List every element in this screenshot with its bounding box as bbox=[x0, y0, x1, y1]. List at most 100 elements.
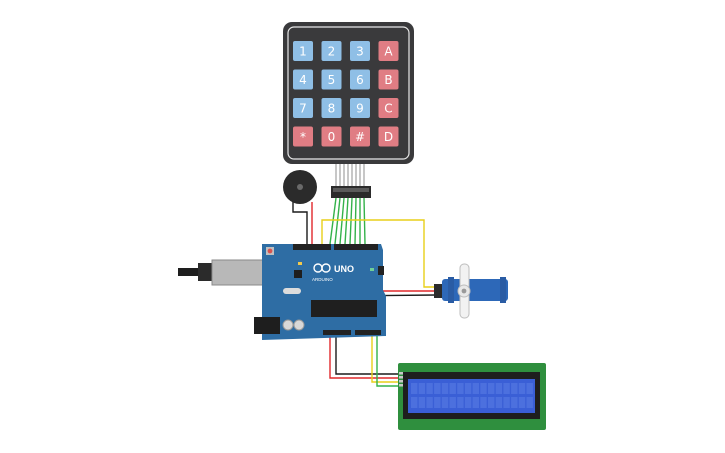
wire-buzzer-ground bbox=[292, 200, 308, 244]
keypad-key-1-1[interactable]: 5 bbox=[321, 69, 342, 90]
lcd-i2c-pins bbox=[399, 372, 403, 387]
wire-keypad-1 bbox=[329, 197, 337, 245]
keypad-key-cap bbox=[378, 41, 399, 61]
keypad-key-2-2[interactable]: 9 bbox=[350, 98, 370, 118]
capacitor-2 bbox=[293, 319, 305, 331]
keypad-key-label: 2 bbox=[328, 45, 336, 59]
lcd-cell bbox=[457, 397, 464, 408]
keypad-ribbon bbox=[335, 163, 365, 188]
lcd-cell bbox=[434, 383, 441, 394]
wire-keypad-6 bbox=[354, 197, 357, 245]
lcd-cell bbox=[434, 397, 441, 408]
lcd-cell bbox=[418, 397, 426, 408]
keypad-key-label: 7 bbox=[299, 102, 307, 116]
servo-connector bbox=[434, 284, 442, 298]
keypad-key-3-3[interactable]: D bbox=[378, 126, 399, 147]
keypad-key-0-0[interactable]: 1 bbox=[293, 41, 313, 61]
keypad-key-label: 3 bbox=[356, 45, 364, 59]
keypad-key-2-1[interactable]: 8 bbox=[321, 98, 342, 118]
lcd-cell bbox=[495, 397, 503, 408]
keypad-key-cap bbox=[321, 69, 342, 90]
keypad-key-cap bbox=[321, 98, 342, 118]
piezo-buzzer[interactable] bbox=[283, 170, 317, 204]
lcd-cell bbox=[526, 383, 533, 394]
keypad-key-cap bbox=[350, 126, 370, 147]
lcd-cell bbox=[480, 383, 487, 394]
lcd-cell bbox=[441, 383, 449, 394]
lcd-cell bbox=[411, 383, 418, 394]
keypad-key-label: # bbox=[355, 130, 365, 144]
keypad-key-label: 6 bbox=[356, 73, 364, 87]
keypad-key-0-3[interactable]: A bbox=[378, 41, 399, 61]
keypad-key-0-1[interactable]: 2 bbox=[321, 41, 342, 61]
keypad-key-cap bbox=[350, 41, 370, 61]
keypad-key-label: 9 bbox=[356, 102, 364, 116]
analog-header bbox=[355, 330, 381, 335]
keypad-key-cap bbox=[321, 126, 342, 147]
keypad-key-1-0[interactable]: 4 bbox=[293, 69, 313, 90]
keypad-key-0-2[interactable]: 3 bbox=[350, 41, 370, 61]
digital-header-right bbox=[334, 244, 378, 250]
servo-mount-right bbox=[500, 277, 506, 303]
wire-keypad-3 bbox=[339, 197, 345, 245]
keypad-key-label: D bbox=[384, 130, 393, 144]
keypad-key-label: A bbox=[384, 45, 393, 59]
servo-shaft-screw bbox=[461, 288, 467, 294]
wire-keypad-8 bbox=[363, 197, 366, 245]
power-jack bbox=[254, 317, 280, 334]
keypad-key-2-3[interactable]: C bbox=[378, 98, 399, 118]
keypad-key-2-0[interactable]: 7 bbox=[293, 98, 313, 118]
servo-body bbox=[442, 279, 508, 301]
arduino-board-pcb bbox=[262, 244, 386, 340]
keypad-key-cap bbox=[378, 98, 399, 118]
keypad-key-3-1[interactable]: 0 bbox=[321, 126, 342, 147]
lcd-cell bbox=[464, 397, 472, 408]
atmega-chip bbox=[311, 300, 377, 317]
lcd-cell bbox=[511, 383, 518, 394]
lcd-cell bbox=[488, 383, 495, 394]
lcd-cell bbox=[472, 383, 479, 394]
usb-cable-boot bbox=[198, 263, 214, 281]
wires bbox=[292, 163, 437, 387]
power-header bbox=[323, 330, 351, 335]
lcd-character-grid bbox=[411, 383, 533, 408]
keypad-key-cap bbox=[350, 69, 370, 90]
wire-lcd-sda bbox=[371, 332, 398, 383]
usb-cable-plug bbox=[178, 268, 198, 276]
capacitor-1 bbox=[282, 319, 294, 331]
lcd-cell bbox=[518, 383, 526, 394]
lcd-16x2-module[interactable] bbox=[398, 363, 546, 430]
keypad-key-label: 0 bbox=[328, 130, 336, 144]
keypad-key-3-0[interactable]: * bbox=[293, 126, 313, 147]
keypad-key-cap bbox=[321, 41, 342, 61]
keypad-key-label: * bbox=[300, 130, 306, 144]
lcd-cell bbox=[449, 397, 456, 408]
keypad-key-1-2[interactable]: 6 bbox=[350, 69, 370, 90]
wire-keypad-4 bbox=[344, 197, 349, 245]
keypad-inner-border bbox=[287, 26, 410, 160]
lcd-cell bbox=[472, 397, 479, 408]
keypad-key-label: C bbox=[384, 102, 392, 116]
lcd-cell bbox=[495, 383, 503, 394]
wire-keypad-2 bbox=[334, 197, 341, 245]
servo-mount-left bbox=[448, 277, 454, 303]
keypad-key-3-2[interactable]: # bbox=[350, 126, 370, 147]
servo-motor[interactable] bbox=[434, 263, 508, 319]
keypad-key-1-3[interactable]: B bbox=[378, 69, 399, 90]
lcd-cell bbox=[503, 383, 510, 394]
arduino-brand-label: ARDUINO bbox=[312, 277, 333, 282]
on-led bbox=[370, 268, 374, 271]
arduino-uno-board[interactable]: UNO ARDUINO bbox=[178, 244, 386, 340]
reset-button-cap bbox=[267, 248, 273, 254]
lcd-cell bbox=[480, 397, 487, 408]
wire-lcd-power bbox=[329, 330, 398, 379]
lcd-cell bbox=[426, 397, 433, 408]
keypad-key-label: B bbox=[384, 73, 392, 87]
keypad-key-cap bbox=[293, 98, 313, 118]
keypad-key-cap bbox=[350, 98, 370, 118]
keypad-key-cap bbox=[378, 69, 399, 90]
lcd-cell bbox=[464, 383, 472, 394]
keypad-header-connector bbox=[331, 186, 371, 198]
